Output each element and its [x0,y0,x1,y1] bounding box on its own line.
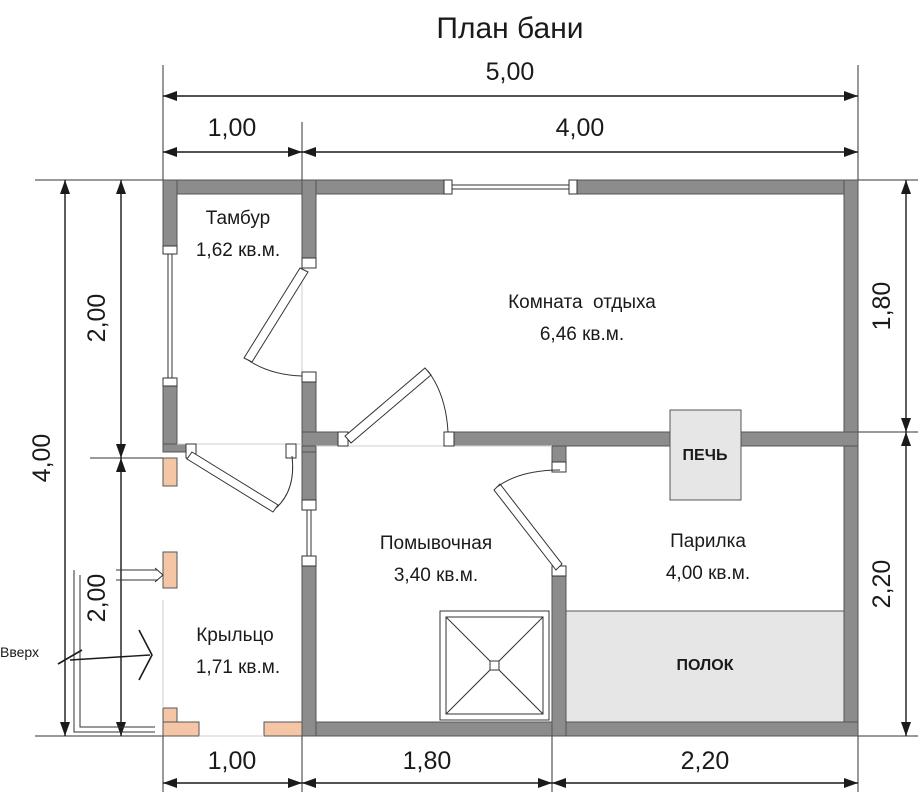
room-rest-name: Комната отдыха [508,292,656,313]
room-rest-area: 6,46 кв.м. [540,324,624,345]
stairs-up-label: Вверх [0,644,39,660]
room-wash-name: Помывочная [380,533,492,554]
walls [162,179,859,737]
room-vestibule-name: Тамбур [206,208,271,229]
door-wash-steam [493,461,567,577]
dimension-lines [35,65,918,792]
door-porch-wash [301,499,317,567]
dim-left-upper: 2,00 [83,294,111,343]
plan-title: План бани [436,12,583,45]
room-wash-area: 3,40 кв.м. [394,565,478,586]
room-porch-name: Крыльцо [196,625,274,646]
dim-top-left: 1,00 [208,114,257,142]
door-vestibule-porch [185,443,297,513]
dim-left-lower: 2,00 [83,574,111,623]
dim-bottom-middle: 1,80 [403,747,452,775]
room-vestibule-area: 1,62 кв.м. [196,240,280,261]
room-steam-area: 4,00 кв.м. [666,563,750,584]
bench-label: ПОЛОК [677,657,734,674]
porch-posts [162,457,303,737]
room-porch-area: 1,71 кв.м. [196,657,280,678]
dim-right-upper: 1,80 [868,282,896,331]
dim-top-total: 5,00 [486,58,535,86]
room-steam-name: Парилка [670,531,746,552]
porch-stairs [57,567,164,733]
bench: ПОЛОК [565,610,845,723]
stove: ПЕЧЬ [669,409,742,501]
dim-right-lower: 2,20 [868,560,896,609]
dim-left-total: 4,00 [28,434,56,483]
window-top [443,179,578,195]
stove-label: ПЕЧЬ [683,447,728,464]
window-vestibule [162,245,178,387]
shower-tray [439,610,550,721]
dim-bottom-left: 1,00 [208,747,257,775]
door-rest-wash [337,367,455,447]
dim-bottom-right: 2,20 [681,747,730,775]
dim-top-right: 4,00 [556,114,605,142]
door-vestibule-rest [243,257,317,383]
